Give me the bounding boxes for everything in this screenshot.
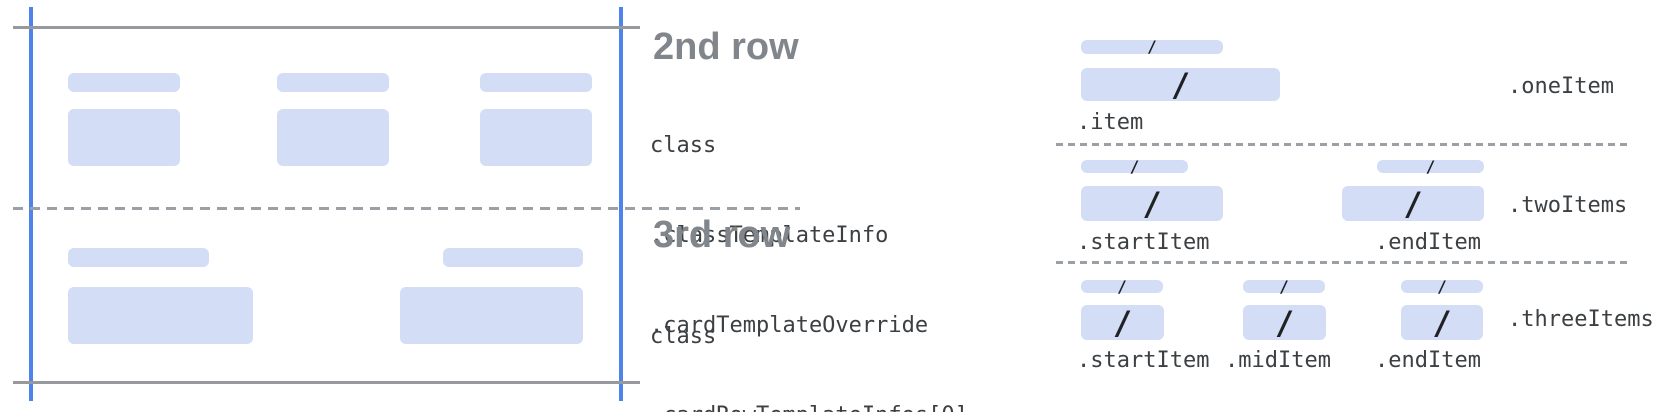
layout-name-label: .oneItem (1508, 74, 1614, 99)
item-value-bar: / (1081, 305, 1164, 340)
code-line: .cardTemplateOverride (650, 313, 929, 338)
field-value-placeholder (480, 109, 592, 166)
row-divider-dashed-line (13, 207, 800, 210)
field-label-placeholder (277, 73, 389, 92)
field-label-placeholder (68, 248, 209, 267)
slash-glyph: / (1170, 65, 1191, 104)
third-row-code-block: class .classTemplateInfo .cardTemplateOv… (650, 262, 968, 412)
item-label-bar: / (1401, 276, 1483, 296)
layout-separator-dashed-line (1056, 143, 1630, 146)
field-label-placeholder (480, 73, 592, 92)
slash-glyph: / (1432, 303, 1452, 342)
code-line: .cardRowTemplateInfos[0] (650, 401, 968, 412)
slash-glyph: / (1142, 184, 1162, 223)
item-label-bar: / (1377, 156, 1484, 176)
second-row-code-block: class .classTemplateInfo .cardTemplateOv… (650, 71, 968, 412)
layout-separator-dashed-line (1056, 261, 1630, 264)
item-value-bar: / (1342, 186, 1484, 221)
code-line: .classTemplateInfo (650, 223, 889, 248)
field-value-placeholder (277, 109, 389, 166)
field-label-placeholder (443, 248, 583, 267)
item-field-label: .endItem (1375, 230, 1481, 255)
item-value-bar: / (1243, 305, 1326, 340)
field-value-placeholder (68, 287, 253, 344)
slash-glyph: / (1437, 276, 1447, 296)
item-field-label: .item (1077, 110, 1144, 135)
code-line: class (650, 324, 717, 349)
slash-glyph: / (1112, 303, 1133, 342)
slash-glyph: / (1274, 303, 1295, 342)
second-row-heading: 2nd row (653, 26, 799, 68)
field-value-placeholder (400, 287, 583, 344)
item-label-bar: / (1081, 156, 1188, 176)
item-label-bar: / (1081, 37, 1223, 56)
card-bottom-line (13, 381, 640, 384)
slash-glyph: / (1403, 184, 1423, 223)
third-row-heading: 3rd row (653, 214, 791, 256)
card-top-line (13, 26, 640, 29)
item-label-bar: / (1243, 276, 1325, 296)
field-label-placeholder (68, 73, 180, 92)
item-value-bar: / (1081, 186, 1223, 221)
item-field-label: .endItem (1375, 348, 1481, 373)
item-value-bar: / (1081, 68, 1280, 101)
card-left-edge-line (29, 7, 33, 401)
item-value-bar: / (1401, 305, 1483, 340)
slash-glyph: / (1147, 37, 1157, 56)
code-line: class (650, 133, 717, 158)
slash-glyph: / (1425, 156, 1436, 176)
field-value-placeholder (68, 109, 180, 166)
layout-name-label: .threeItems (1508, 307, 1654, 332)
slash-glyph: / (1279, 276, 1289, 296)
item-field-label: .startItem (1077, 348, 1210, 373)
item-field-label: .midItem (1225, 348, 1331, 373)
item-label-bar: / (1081, 276, 1163, 296)
slash-glyph: / (1117, 276, 1127, 296)
item-field-label: .startItem (1077, 230, 1210, 255)
layout-name-label: .twoItems (1508, 193, 1628, 218)
slash-glyph: / (1129, 156, 1140, 176)
card-right-edge-line (619, 7, 623, 401)
